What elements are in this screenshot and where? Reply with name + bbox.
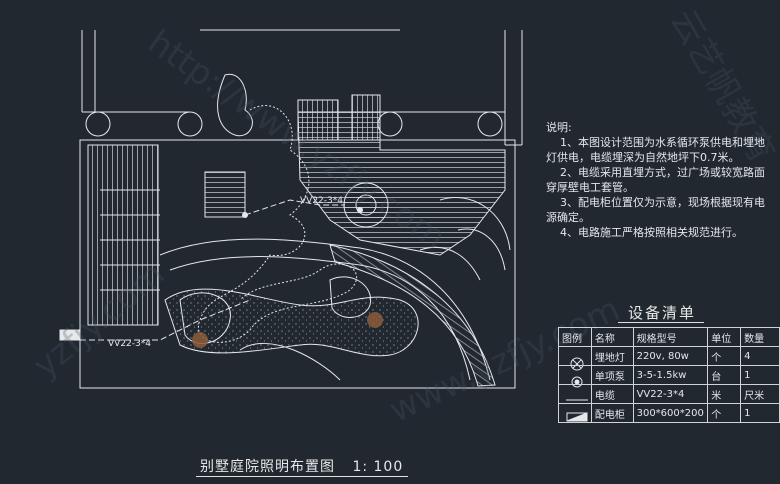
- table-row: 电缆 VV22-3*4 米 尺米: [558, 384, 780, 404]
- spec-cell: 300*600*200: [632, 403, 709, 423]
- note-line: 1、本图设计范围为水系循环泵供电和埋地: [560, 136, 765, 149]
- symbol-cell: [558, 365, 592, 385]
- building-wall-left: [81, 30, 255, 141]
- column-circle: [85, 111, 111, 137]
- rockery-outline: [329, 276, 372, 318]
- name-cell: 配电柜: [590, 403, 634, 423]
- header-spec: 规格型号: [632, 327, 709, 347]
- header-name: 名称: [590, 327, 634, 347]
- buried-lamp: [242, 212, 248, 218]
- name-cell: 电缆: [590, 384, 634, 404]
- qty-cell: 4: [740, 346, 780, 366]
- buried-lamp: [367, 312, 383, 328]
- note-line: 源确定。: [546, 211, 590, 224]
- name-cell: 单项泵: [590, 365, 634, 385]
- buried-lamp: [357, 207, 363, 213]
- spec-cell: VV22-3*4: [632, 384, 709, 404]
- header-qty: 数量: [740, 327, 780, 347]
- design-notes: 说明: 1、本图设计范围为水系循环泵供电和埋地 灯供电，电缆埋深为自然地坪下0.…: [546, 120, 765, 240]
- title-underline: [196, 476, 408, 477]
- wood-deck-left: [87, 144, 159, 326]
- spec-cell: 220v, 80w: [632, 346, 709, 366]
- note-line: 穿厚壁电工套管。: [546, 181, 634, 194]
- spec-cell: 3-5-1.5kw: [632, 365, 709, 385]
- qty-cell: 1: [740, 403, 780, 423]
- unit-cell: 个: [707, 346, 742, 366]
- board-strip: [351, 94, 381, 141]
- board-strip: [297, 99, 339, 141]
- header-unit: 单位: [707, 327, 742, 347]
- symbol-cell: [558, 403, 592, 423]
- symbol-cell: [558, 384, 592, 404]
- buried-lamp: [192, 332, 208, 348]
- distribution-box-symbol: [59, 329, 81, 341]
- column-circle: [477, 111, 503, 137]
- building-wall-right: [380, 30, 523, 146]
- unit-cell: 个: [707, 403, 742, 423]
- lawn-contour: [457, 228, 506, 271]
- cable-route: [244, 199, 345, 216]
- table-row: 埋地灯 220v, 80w 个 4: [558, 346, 780, 366]
- name-cell: 埋地灯: [590, 346, 634, 366]
- column-circle: [177, 111, 203, 137]
- symbol-cell: [558, 346, 592, 366]
- water-feature: [197, 105, 357, 343]
- table-row: 配电柜 300*600*200 个 1: [558, 403, 780, 423]
- curved-path: [159, 238, 491, 381]
- column-circle: [377, 111, 403, 137]
- note-line: 灯供电，电缆埋深为自然地坪下0.7米。: [546, 151, 740, 164]
- equipment-title-underline: [618, 322, 704, 323]
- equipment-list-title: 设备清单: [628, 304, 697, 322]
- unit-cell: 米: [707, 384, 742, 404]
- round-plaza: [343, 182, 389, 228]
- notes-heading: 说明:: [546, 121, 572, 134]
- deck-steps: [100, 189, 160, 291]
- cable-label: VV22-3*4: [108, 339, 151, 349]
- pavilion: [204, 171, 246, 218]
- table-row: 单项泵 3-5-1.5kw 台 1: [558, 365, 780, 385]
- curved-path-ring: [329, 244, 496, 387]
- header-symbol: 图例: [558, 327, 592, 347]
- drawing-title-text: 别墅庭院照明布置图: [200, 459, 335, 475]
- qty-cell: 尺米: [740, 384, 780, 404]
- note-line: 2、电缆采用直埋方式，过广场或较宽路面: [560, 166, 765, 179]
- lawn-contour: [439, 196, 511, 251]
- lawn-contour: [239, 342, 341, 381]
- cable-label: VV22-3*4: [300, 196, 343, 206]
- rockery-outline: [217, 73, 253, 137]
- drawing-title: 别墅庭院照明布置图 1: 100: [200, 456, 403, 476]
- round-plaza-inner: [355, 194, 377, 216]
- note-line: 4、电路施工严格按照相关规范进行。: [560, 226, 743, 239]
- drawing-scale: 1: 100: [352, 459, 404, 475]
- cable-route: [80, 299, 251, 341]
- equipment-table: 图例 名称 规格型号 单位 数量 埋地灯 220v, 80w 个 4 单项泵 3…: [558, 327, 780, 423]
- lawn-contour: [419, 246, 481, 281]
- table-header-row: 图例 名称 规格型号 单位 数量: [558, 327, 780, 347]
- note-line: 3、配电柜位置仅为示意，现场根据现有电: [560, 196, 765, 209]
- qty-cell: 1: [740, 365, 780, 385]
- unit-cell: 台: [707, 365, 742, 385]
